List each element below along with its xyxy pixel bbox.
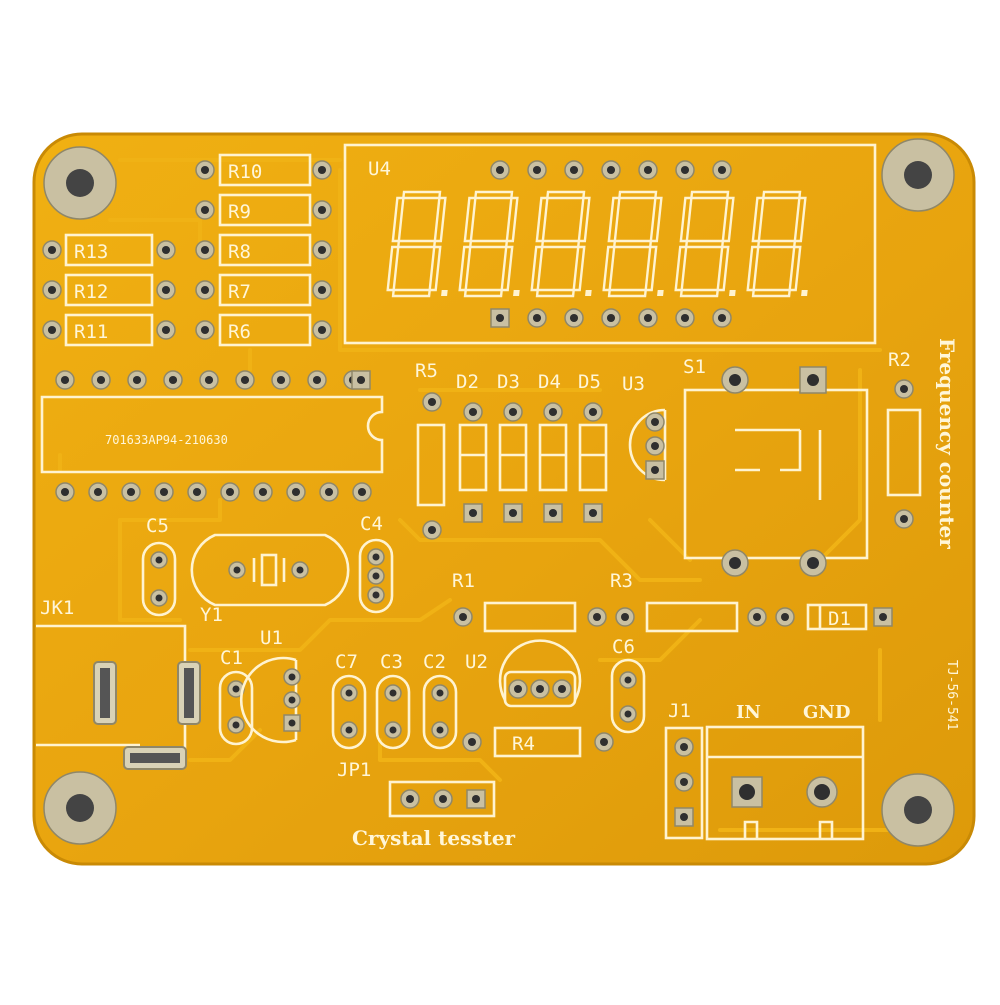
ref-u1: U1 [260,627,283,649]
ref-u4: U4 [368,158,391,180]
title-bottom: Crystal tesster [352,826,516,850]
ref-jp1: JP1 [337,759,371,781]
mounting-holes [43,138,955,847]
ref-r2: R2 [888,349,911,371]
segment-digit [602,190,664,298]
ref-d5: D5 [578,371,601,393]
ref-c3: C3 [380,651,403,673]
switch-s1 [683,366,869,577]
ref-r9: R9 [228,201,251,223]
ref-d3: D3 [497,371,520,393]
jumper-jp1 [388,780,496,818]
ref-c2: C2 [423,651,446,673]
diode-bank [416,392,608,540]
display-u4 [343,143,877,345]
ref-d1: D1 [828,608,851,630]
resistor-bank [42,153,332,347]
segment-digit [458,190,520,298]
ref-r11: R11 [74,321,108,343]
chip-code: 701633AP94-210630 [105,433,228,447]
label-in: IN [736,702,761,723]
ref-r6: R6 [228,321,251,343]
ref-c1: C1 [220,647,243,669]
label-gnd: GND [803,702,850,723]
ref-r13: R13 [74,241,108,263]
resistor-row [453,601,893,633]
ref-r1: R1 [452,570,475,592]
ref-c5: C5 [146,515,169,537]
segment-digit [674,190,736,298]
ref-r7: R7 [228,281,251,303]
connector-j1 [664,725,865,841]
ref-r3: R3 [610,570,633,592]
ref-u2: U2 [465,651,488,673]
lower-components [218,639,646,758]
title-side: Frequency counter [935,338,959,549]
ref-c7: C7 [335,651,358,673]
segment-digit [746,190,808,298]
copper-traces [58,158,922,832]
ref-c4: C4 [360,513,383,535]
ref-r12: R12 [74,281,108,303]
ref-y1: Y1 [200,604,223,626]
ref-u3: U3 [622,373,645,395]
ref-jk1: JK1 [40,597,74,619]
ref-r5: R5 [415,360,438,382]
ref-d4: D4 [538,371,561,393]
ref-r8: R8 [228,241,251,263]
power-jack [36,624,201,770]
dip-chip [40,370,384,502]
segment-digit [530,190,592,298]
ref-r4: R4 [512,733,535,755]
ref-s1: S1 [683,356,706,378]
transistor-u3 [628,408,667,482]
ref-d2: D2 [456,371,479,393]
crystal-section [141,533,394,617]
pcb-board [32,132,976,866]
silkscreen-text: R10 R9 R8 R7 R6 R13 R12 R11 U4 R5 D2 D3 … [40,158,959,850]
segment-digit [386,190,448,298]
ref-r10: R10 [228,161,262,183]
ref-j1: J1 [668,700,691,722]
ref-c6: C6 [612,636,635,658]
board-code: TJ-56-541 [944,660,959,730]
resistor-r2 [886,379,922,529]
